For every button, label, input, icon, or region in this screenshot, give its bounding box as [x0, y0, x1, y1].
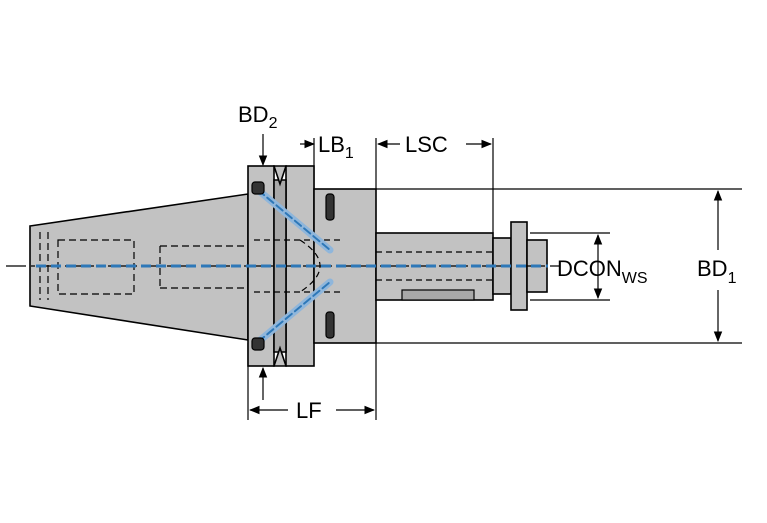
dimension-lsc: LSC [376, 132, 493, 157]
dimension-lf: LF [248, 398, 376, 423]
extension-lines [247, 138, 742, 420]
dconws-subscript: WS [622, 270, 648, 287]
dimension-dconws: DCONWS [557, 233, 648, 300]
bd1-subscript: 1 [728, 270, 737, 287]
dimension-bd1: BD1 [697, 189, 737, 343]
svg-text:DCONWS: DCONWS [557, 256, 648, 287]
dimension-bd2: BD2 [238, 102, 278, 400]
balancing-screws [251, 181, 335, 351]
drive-key [401, 289, 475, 301]
dimension-lb1: LB1 [300, 132, 354, 162]
svg-text:BD1: BD1 [697, 256, 737, 287]
svg-text:BD2: BD2 [238, 102, 278, 132]
lb1-subscript: 1 [345, 145, 354, 162]
coolant-channels [254, 186, 334, 346]
dconws-label: DCON [557, 256, 622, 281]
bd2-subscript: 2 [269, 115, 278, 132]
bd1-label: BD [697, 256, 728, 281]
lb1-label: LB [318, 132, 345, 157]
lsc-label: LSC [405, 132, 448, 157]
bd2-label: BD [238, 102, 269, 127]
taper-shank [29, 193, 249, 341]
lf-label: LF [296, 398, 322, 423]
svg-text:LB1: LB1 [318, 132, 354, 162]
